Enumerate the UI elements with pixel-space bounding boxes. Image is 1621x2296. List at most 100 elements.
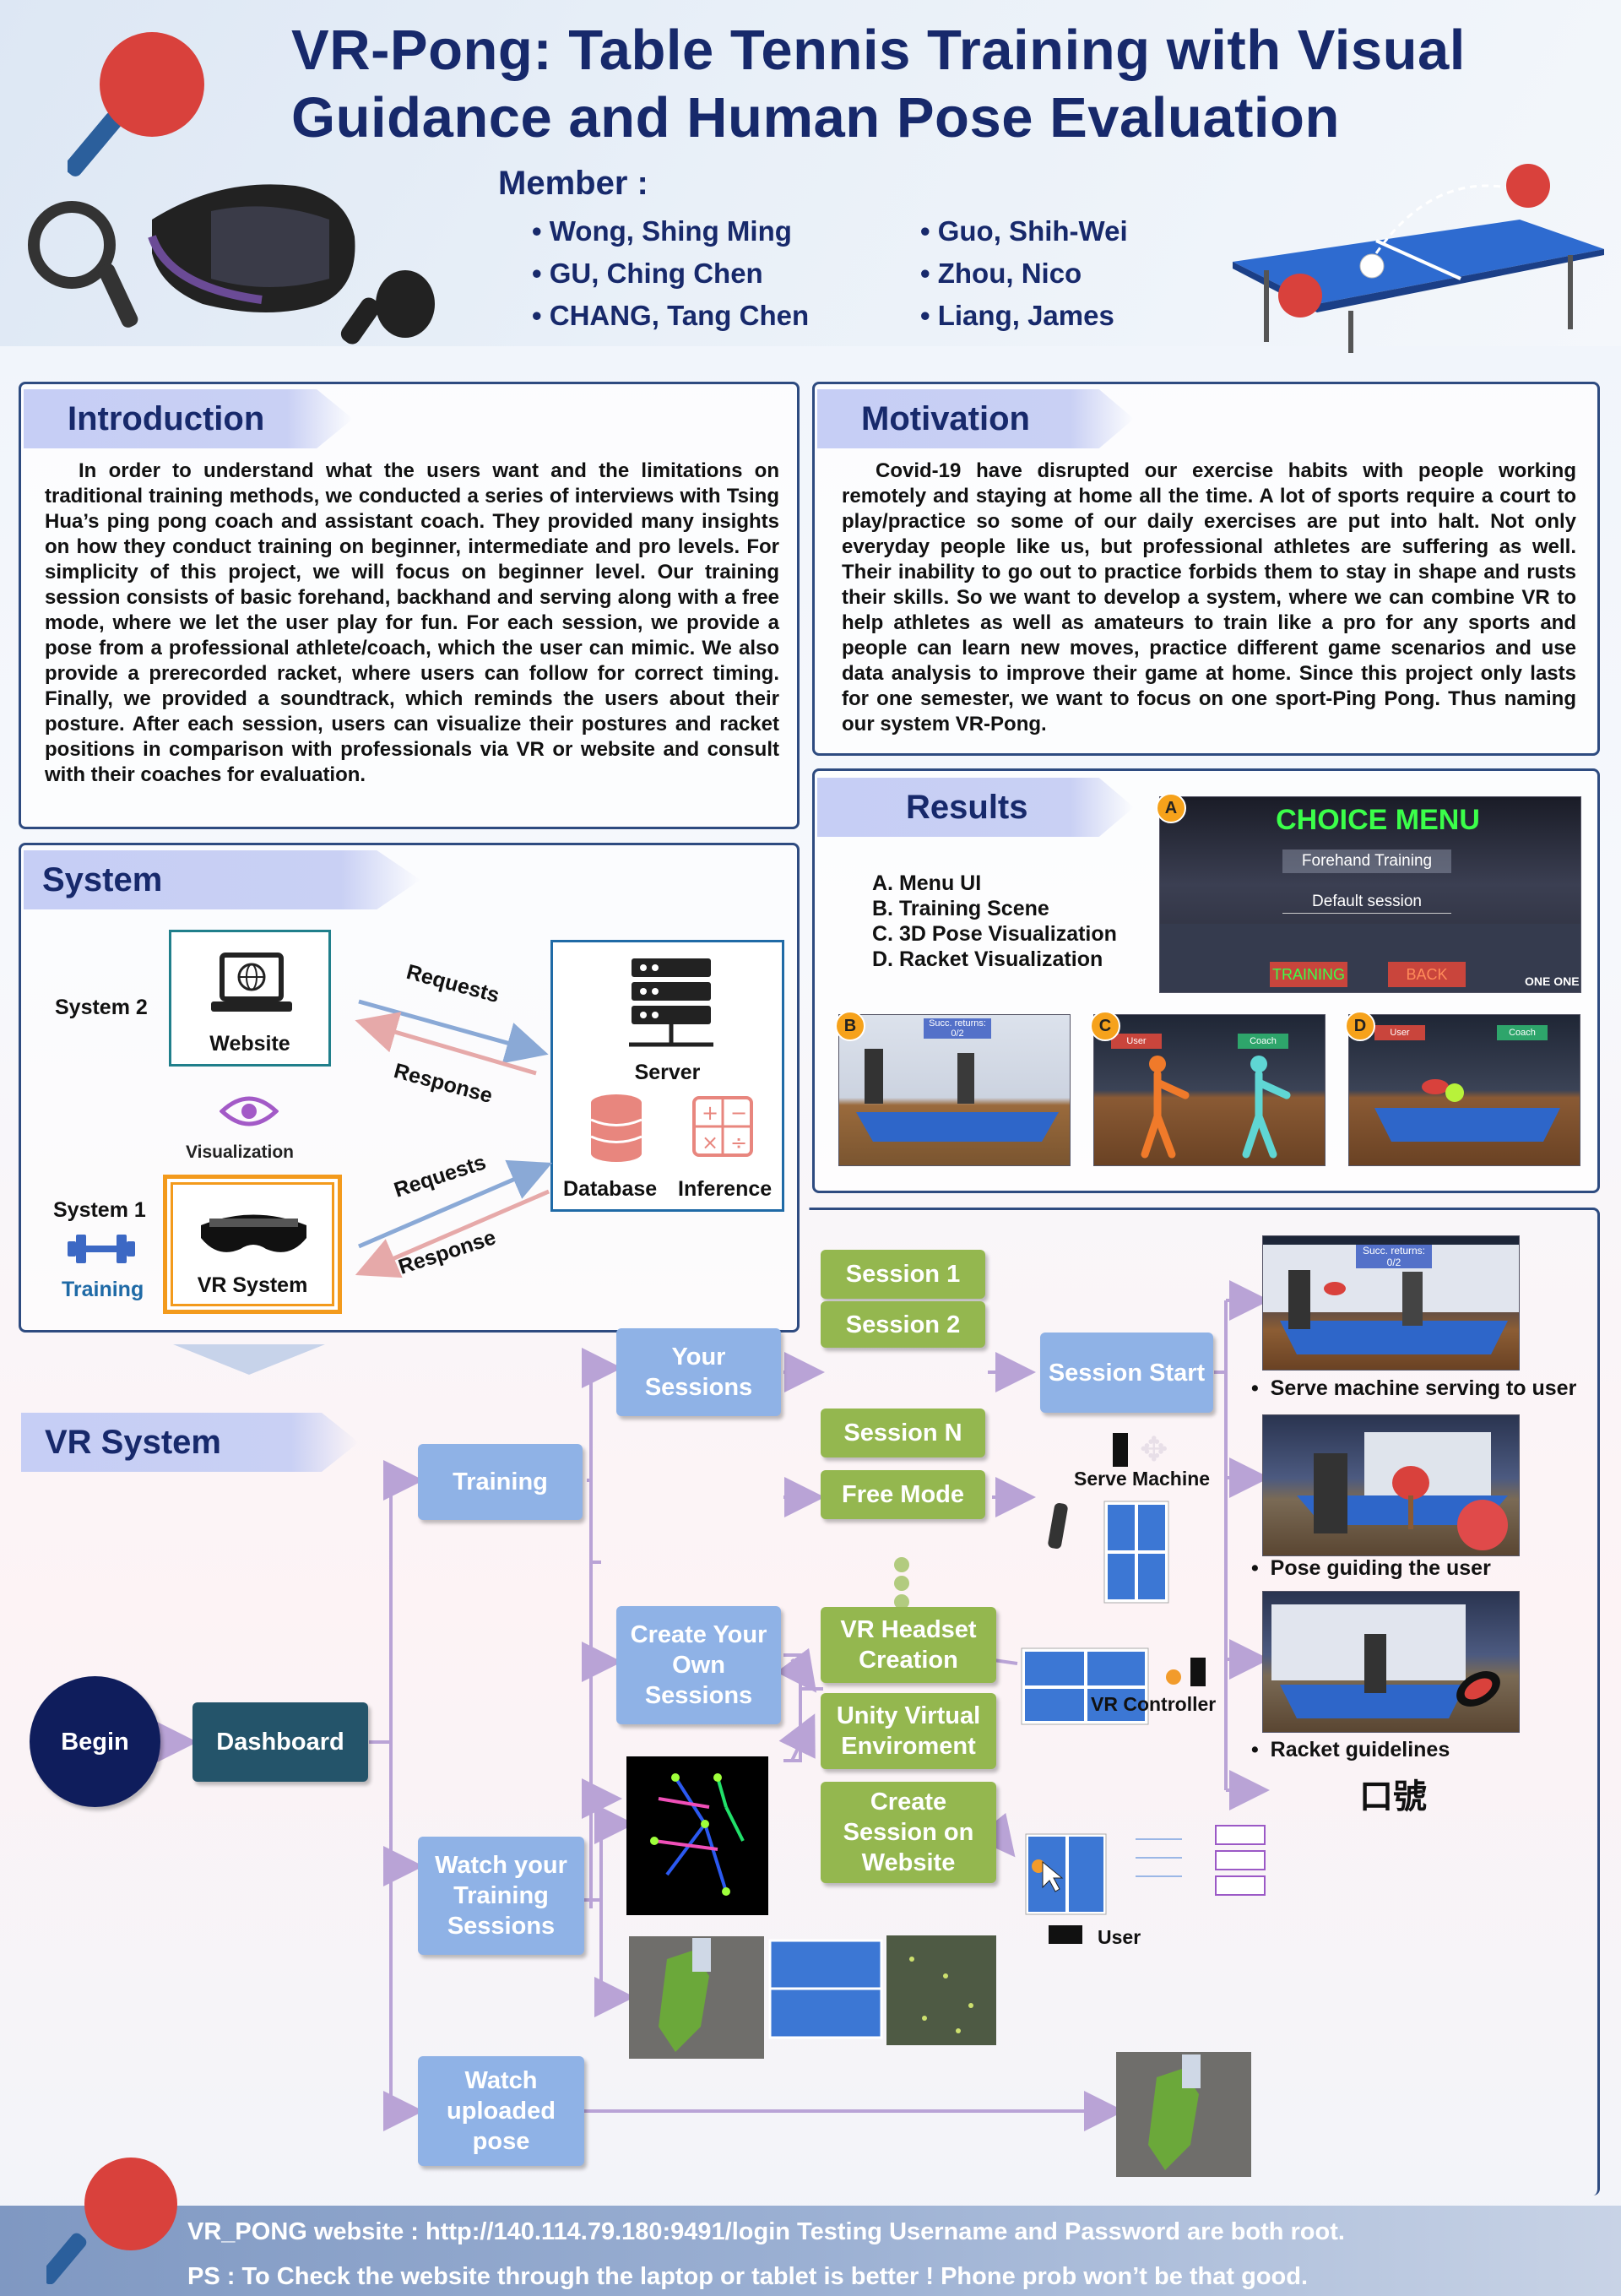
training-label: Training: [62, 1278, 144, 1301]
badge-d: D: [1345, 1011, 1375, 1041]
poster-header: VR-Pong: Table Tennis Training with Visu…: [0, 0, 1621, 353]
results-heading: Results: [817, 778, 1134, 837]
member-name: Guo, Shih-Wei: [920, 215, 1128, 247]
results-item: D. Racket Visualization: [872, 947, 1103, 971]
website-box: Website: [169, 930, 331, 1067]
dashboard-node: Dashboard: [192, 1702, 368, 1782]
caption-bullet: • Pose guiding the user: [1251, 1556, 1491, 1580]
session-n-node: Session N: [821, 1409, 985, 1457]
server-label: Server: [634, 1061, 701, 1084]
your-sessions-node: Your Sessions: [616, 1328, 781, 1416]
visualization-label: Visualization: [186, 1143, 294, 1162]
score-label: Succ. returns: 0/2: [924, 1018, 991, 1039]
member-name: CHANG, Tang Chen: [532, 300, 809, 332]
vr-goggles-icon: [201, 1214, 306, 1252]
database-label: Database: [563, 1177, 658, 1201]
menu-option: Forehand Training: [1282, 849, 1451, 873]
flow-panel-border: [19, 1208, 1600, 2196]
coach-tag: Coach: [1238, 1034, 1288, 1049]
svg-text:÷: ÷: [730, 1131, 747, 1154]
system1-label: System 1: [53, 1198, 146, 1222]
badge-a: A: [1156, 793, 1186, 823]
paddle-icon: [68, 32, 204, 176]
results-item: A. Menu UI: [872, 871, 982, 895]
begin-node: Begin: [30, 1676, 160, 1807]
create-sessions-node: Create Your Own Sessions: [616, 1606, 781, 1724]
motivation-text: Covid-19 have disrupted our exercise hab…: [842, 459, 1576, 735]
request-response-arrows: [355, 999, 549, 1076]
racket-visualization-screenshot: User Coach: [1348, 1014, 1580, 1166]
server-box: Server + − × ÷ Database Inference: [550, 940, 784, 1212]
menu-option: Default session: [1282, 890, 1451, 914]
svg-text:✥: ✥: [1140, 1430, 1168, 1469]
svg-text:×: ×: [702, 1131, 718, 1154]
training-button: TRAINING: [1270, 962, 1347, 987]
score-label: Succ. returns: 0/2: [1356, 1245, 1432, 1268]
vr-headset-icon: [28, 184, 435, 345]
device-note: PS : To Check the website through the la…: [187, 2263, 1309, 2290]
results-panel: Results A. Menu UI B. Training Scene C. …: [812, 768, 1600, 1193]
vr-headset-creation-node: VR Headset Creation: [821, 1607, 996, 1683]
dumbbell-icon: [68, 1235, 135, 1263]
calculator-icon: + − × ÷: [692, 1096, 753, 1157]
motivation-heading: Motivation: [817, 389, 1134, 448]
caption-bullet: • Serve machine serving to user: [1251, 1376, 1577, 1400]
user-label: User: [1098, 1926, 1141, 1948]
database-icon: [590, 1094, 642, 1162]
create-session-website-node: Create Session on Website: [821, 1782, 996, 1883]
session-start-node: Session Start: [1040, 1333, 1213, 1413]
vr-system-label: VR System: [197, 1273, 308, 1297]
paddle-icon: [46, 2158, 177, 2284]
svg-text:+: +: [702, 1101, 718, 1125]
caption-bullet: • Racket guidelines: [1251, 1738, 1450, 1761]
poster-title: VR-Pong: Table Tennis Training with Visu…: [291, 19, 1466, 149]
results-list: A. Menu UI B. Training Scene C. 3D Pose …: [872, 871, 1117, 972]
caption-serve: Serve machine serving to user: [1270, 1376, 1577, 1400]
flow-connectors: ✥: [157, 1280, 1270, 2177]
watch-uploaded-pose-node: Watch uploaded pose: [418, 2056, 584, 2166]
menu-ui-screenshot: CHOICE MENU Forehand Training Default se…: [1159, 796, 1581, 993]
svg-text:−: −: [730, 1101, 747, 1125]
inference-label: Inference: [678, 1177, 773, 1201]
motivation-panel: Motivation Covid-19 have disrupted our e…: [812, 382, 1600, 756]
session-1-node: Session 1: [821, 1250, 985, 1299]
user-tag: User: [1374, 1025, 1425, 1040]
caption-pose: Pose guiding the user: [1270, 1556, 1491, 1580]
website-info: VR_PONG website : http://140.114.79.180:…: [187, 2218, 1345, 2245]
vr-system-box: VR System: [163, 1175, 342, 1314]
introduction-text: In order to understand what the users wa…: [45, 459, 779, 786]
chevron-down-icon: [173, 1344, 325, 1375]
unity-environment-node: Unity Virtual Enviroment: [821, 1693, 996, 1769]
brand-logo: ONE ONE: [1525, 974, 1580, 988]
flow-heading: VR System Flow: [21, 1413, 359, 1472]
introduction-panel: Introduction In order to understand what…: [19, 382, 800, 829]
vr-controller-label: VR Controller: [1091, 1693, 1217, 1715]
architecture-panel: System architecture System 2 Website Req…: [19, 843, 800, 1333]
training-scene-screenshot: Succ. returns: 0/2: [838, 1014, 1071, 1166]
watch-training-node: Watch your Training Sessions: [418, 1837, 584, 1955]
architecture-heading: System architecture: [24, 850, 420, 909]
introduction-heading: Introduction: [24, 389, 353, 448]
session-2-node: Session 2: [821, 1301, 985, 1348]
pose-visualization-screenshot: User Coach: [1093, 1014, 1326, 1166]
member-name: Wong, Shing Ming: [532, 215, 792, 247]
member-name: Liang, James: [920, 300, 1114, 332]
website-label: Website: [209, 1032, 290, 1056]
menu-title: CHOICE MENU: [1276, 804, 1480, 836]
poster-footer: VR_PONG website : http://140.114.79.180:…: [0, 2206, 1621, 2296]
member-name: GU, Ching Chen: [532, 258, 763, 290]
slogan-text: 口號: [1359, 1778, 1427, 1816]
free-mode-node: Free Mode: [821, 1470, 985, 1519]
laptop-icon: [211, 953, 292, 1012]
badge-c: C: [1090, 1011, 1120, 1041]
coach-tag: Coach: [1497, 1025, 1548, 1040]
badge-b: B: [835, 1011, 865, 1041]
results-item: C. 3D Pose Visualization: [872, 922, 1117, 946]
serve-machine-label: Serve Machine: [1074, 1468, 1211, 1490]
serve-machine-screenshot: Succ. returns: 0/2: [1262, 1235, 1520, 1371]
request-response-arrows: [355, 1159, 553, 1278]
training-node: Training: [418, 1444, 583, 1520]
user-tag: User: [1111, 1034, 1162, 1049]
ping-pong-table-icon: [1233, 164, 1604, 353]
caption-racket: Racket guidelines: [1270, 1738, 1450, 1761]
